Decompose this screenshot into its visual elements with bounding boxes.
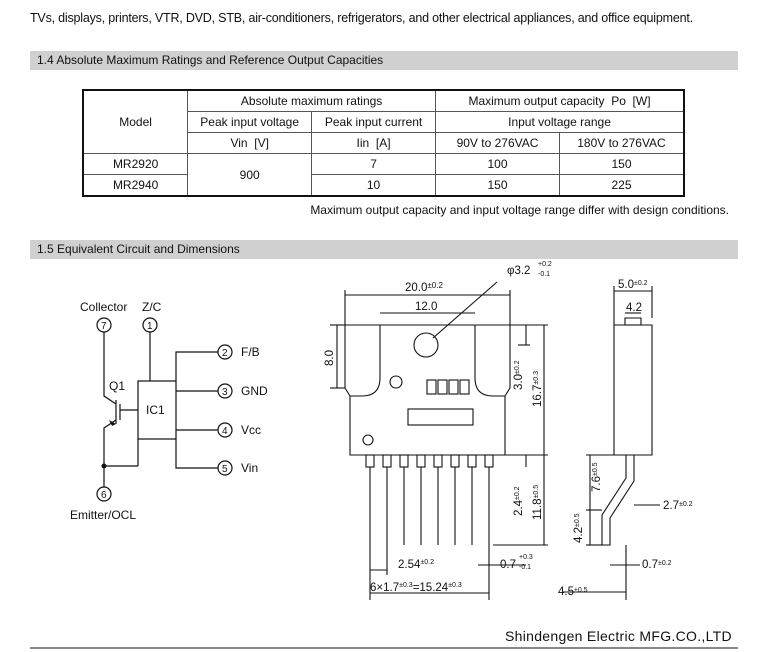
package-leads <box>365 454 494 545</box>
footer-company: Shindengen Electric MFG.CO.,LTD <box>505 628 732 644</box>
vcc-label: Vcc <box>241 423 261 437</box>
max-output-header: Maximum output capacity Po [W] <box>435 89 685 112</box>
junction-dot <box>101 463 107 469</box>
emitter-label: Emitter/OCL <box>70 508 136 522</box>
model-cell: MR2920 <box>82 153 189 175</box>
pin-5-number: 5 <box>222 464 228 475</box>
section-header-ratings: 1.4 Absolute Maximum Ratings and Referen… <box>30 51 738 70</box>
po-low-cell: 150 <box>435 174 560 197</box>
lower-height-dimension: 4.2±0.5 <box>573 513 585 543</box>
ic1-label: IC1 <box>146 403 165 417</box>
table-row: MR2920 900 7 100 150 <box>82 153 685 197</box>
collector-label: Collector <box>80 300 127 314</box>
lead-width-dimension: 0.7 <box>500 559 516 571</box>
q1-label: Q1 <box>109 379 125 393</box>
mounting-hole <box>413 332 439 358</box>
inner-width-dimension: 12.0 <box>415 301 437 313</box>
pin-6-number: 6 <box>101 490 107 501</box>
hole-diameter: φ3.2 <box>507 265 530 277</box>
svg-text:+0.3: +0.3 <box>519 554 533 561</box>
model-cell: MR2940 <box>82 174 189 197</box>
pitch-dimension: 2.54±0.2 <box>398 559 434 571</box>
fb-label: F/B <box>241 345 260 359</box>
footer-rule <box>30 647 738 649</box>
depth-dimension: 5.0±0.2 <box>618 279 648 291</box>
intro-text: TVs, displays, printers, VTR, DVD, STB, … <box>30 11 693 25</box>
side-body <box>613 317 653 456</box>
peak-voltage-header: Peak input voltage <box>187 111 313 133</box>
table-row: MR2940 10 150 225 <box>82 174 685 197</box>
body-height-dimension: 16.7±0.3 <box>532 371 544 407</box>
marking-area <box>407 408 474 426</box>
range-low-header: 90V to 276VAC <box>435 132 560 154</box>
lead-span-dimension: 6×1.7±0.3=15.24±0.3 <box>370 582 462 594</box>
svg-text:+0.2: +0.2 <box>538 261 552 268</box>
pin-1-number: 1 <box>147 321 153 332</box>
gnd-label: GND <box>241 384 268 398</box>
po-high-cell: 150 <box>558 153 685 175</box>
peak-voltage-unit: Vin [V] <box>187 132 313 154</box>
po-low-cell: 100 <box>435 153 560 175</box>
lead-stub-dimension: 2.4±0.2 <box>513 486 525 516</box>
lead-length-dimension: 11.8±0.5 <box>532 485 544 520</box>
table-note: Maximum output capacity and input voltag… <box>310 203 729 217</box>
hole-height-dimension: 3.0±0.2 <box>513 360 525 390</box>
pin-3-number: 3 <box>222 387 228 398</box>
emitter-arrow <box>109 420 116 426</box>
pin-7-number: 7 <box>101 321 107 332</box>
side-lead <box>601 455 635 546</box>
left-height-dimension: 8.0 <box>324 350 336 366</box>
side-lead-width-dimension: 0.7±0.2 <box>642 559 672 571</box>
inner-depth-dimension: 4.2 <box>626 302 642 314</box>
pin-2-number: 2 <box>222 348 228 359</box>
section-header-circuit: 1.5 Equivalent Circuit and Dimensions <box>30 240 738 259</box>
range-high-header: 180V to 276VAC <box>558 132 685 154</box>
lead-thickness-dimension: 2.7±0.2 <box>663 500 693 512</box>
pin-4-number: 4 <box>222 426 228 437</box>
svg-text:-0.1: -0.1 <box>519 564 531 571</box>
input-range-header: Input voltage range <box>435 111 685 133</box>
vin-label: Vin <box>241 461 258 475</box>
model-header: Model <box>82 89 189 154</box>
po-high-cell: 225 <box>558 174 685 197</box>
offset-dimension: 4.5±0.5 <box>558 586 588 598</box>
bend-height-dimension: 7.6±0.5 <box>591 462 603 492</box>
vin-cell: 900 <box>187 153 313 197</box>
iin-cell: 10 <box>311 174 436 197</box>
ratings-table: Model Absolute maximum ratings Maximum o… <box>82 89 685 197</box>
svg-text:-0.1: -0.1 <box>538 271 550 278</box>
width-dimension: 20.0±0.2 <box>405 281 443 294</box>
zc-label: Z/C <box>142 300 162 314</box>
